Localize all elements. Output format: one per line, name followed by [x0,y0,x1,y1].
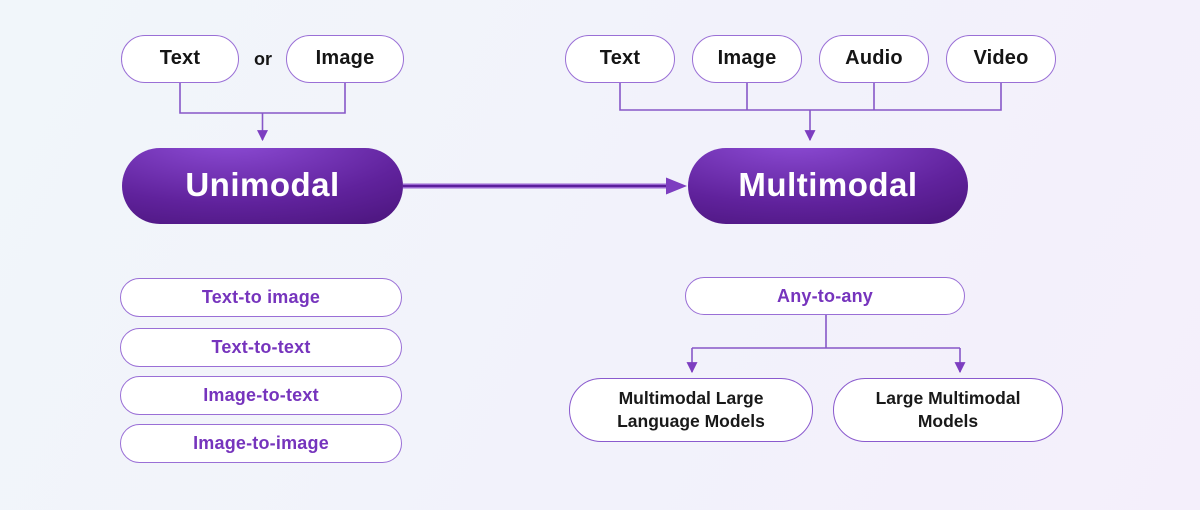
mode-pill-image-to-image: Image-to-image [120,424,402,463]
or-label: or [254,49,272,69]
main-arrowhead-icon [666,177,687,195]
any-to-any-split-line [692,315,960,349]
mode-pill-text-to-image: Text-to image [120,278,402,317]
mode-pill-image-to-text: Image-to-text [120,376,402,415]
input-pill-audio: Audio [819,35,929,83]
input-pill-text-left: Text [121,35,239,83]
mode-pill-text-to-text: Text-to-text [120,328,402,367]
right-inputs-join-line [619,83,1002,111]
multimodal-node: Multimodal [688,148,968,224]
input-pill-image-right: Image [692,35,802,83]
model-box-mllm: Multimodal Large Language Models [569,378,813,442]
input-pill-text-right: Text [565,35,675,83]
model-box-lmm: Large Multimodal Models [833,378,1063,442]
left-inputs-join-line [179,83,346,114]
input-pill-video: Video [946,35,1056,83]
mode-pill-any-to-any: Any-to-any [685,277,965,315]
input-pill-image-left: Image [286,35,404,83]
unimodal-node: Unimodal [122,148,403,224]
